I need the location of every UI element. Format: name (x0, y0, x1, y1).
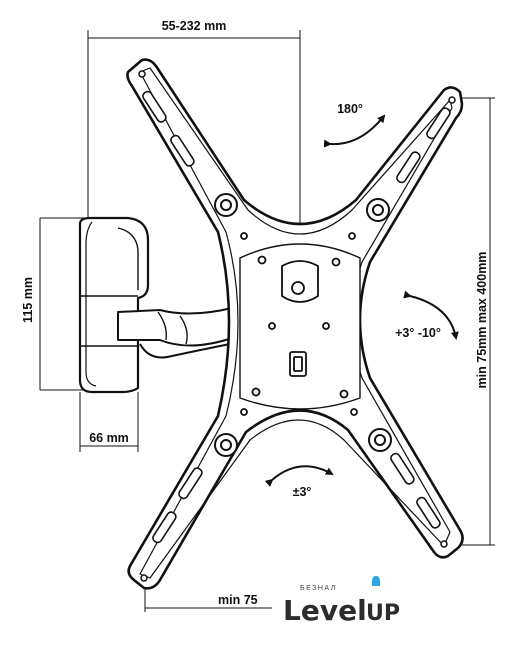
plate-height-dimension: 115 mm (21, 217, 88, 391)
plate-width-dimension: 66 mm (79, 392, 139, 452)
center-plate (239, 232, 361, 416)
logo-suffix-text: UP (366, 601, 400, 626)
logo-main-text: Level (283, 594, 367, 627)
vesa-label: min 75mm max 400mm (475, 252, 489, 389)
level-label: ±3° (293, 485, 312, 499)
tilt-label: +3° -10° (395, 326, 441, 340)
mount-arm (117, 307, 233, 359)
bottom-label: min 75 (218, 593, 258, 607)
swivel-label: 180° (337, 102, 363, 116)
vesa-dimension: min 75mm max 400mm (462, 97, 495, 546)
plate-width-label: 66 mm (89, 431, 129, 445)
depth-label: 55-232 mm (162, 19, 227, 33)
levelup-logo: БЕЗНАЛ Level UP (283, 576, 400, 627)
bottom-dimension: min 75 (144, 588, 272, 612)
logo-small-text: БЕЗНАЛ (300, 585, 337, 592)
depth-dimension: 55-232 mm (87, 19, 301, 240)
level-indicator: ±3° (264, 465, 334, 499)
swivel-indicator: 180° (323, 102, 386, 148)
tilt-indicator: +3° -10° (395, 290, 459, 340)
logo-accent-icon (372, 576, 380, 586)
bracket-tip-holes (138, 70, 456, 582)
bracket-slots (142, 90, 451, 544)
plate-height-label: 115 mm (21, 277, 35, 323)
wall-plate (78, 216, 150, 394)
bracket-knobs (214, 193, 392, 457)
